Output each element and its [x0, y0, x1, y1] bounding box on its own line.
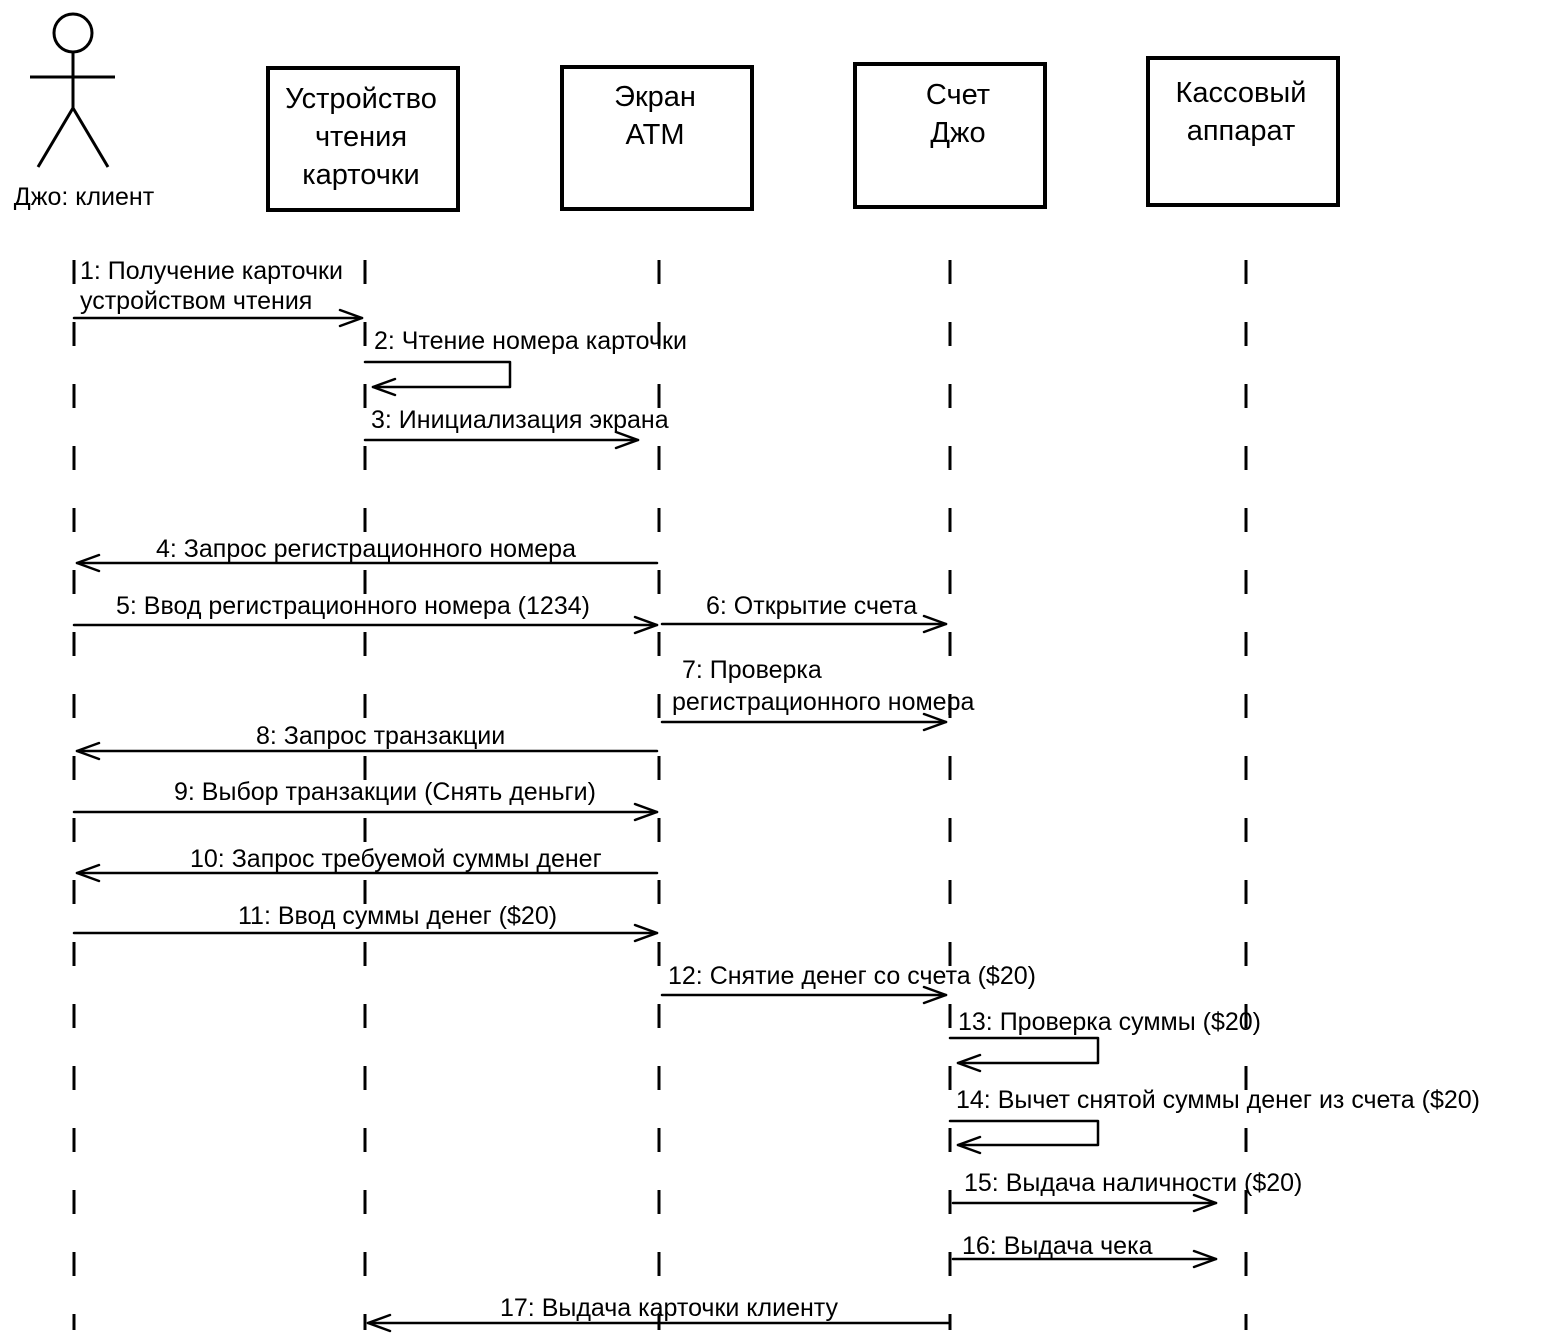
- actor-client: Джо: клиент: [14, 12, 155, 211]
- object-label-line: чтения: [315, 121, 407, 153]
- message-15-arrow: [951, 1193, 1218, 1213]
- object-label-line: ATM: [625, 119, 684, 151]
- message-labels: 1: Получение карточки устройством чтения…: [80, 257, 1480, 1322]
- object-box: [853, 62, 1047, 209]
- message-6-label: 6: Открытие счета: [706, 592, 917, 620]
- message-12-arrow: [660, 985, 948, 1005]
- object-label-line: карточки: [302, 159, 419, 191]
- object-screen: Экран ATM: [560, 65, 754, 211]
- message-9-label: 9: Выбор транзакции (Снять деньги): [174, 778, 596, 806]
- message-1-arrow: [72, 308, 364, 328]
- message-14-arrow: [948, 1119, 1100, 1155]
- message-4-arrow: [75, 553, 659, 573]
- message-16-arrow: [951, 1249, 1218, 1269]
- lifelines: [72, 260, 1248, 1330]
- messages: [72, 308, 1218, 1333]
- message-1-label: 1: Получение карточки: [80, 257, 343, 285]
- message-15-label: 15: Выдача наличности ($20): [964, 1169, 1302, 1197]
- message-8-label: 8: Запрос транзакции: [256, 722, 505, 750]
- message-10-arrow: [75, 863, 659, 883]
- object-label-line: Счет: [926, 79, 990, 111]
- object-box: [266, 66, 460, 212]
- message-8-arrow: [75, 741, 659, 761]
- message-7-label: 7: Проверка: [682, 656, 822, 684]
- object-label-line: аппарат: [1187, 115, 1296, 147]
- object-account: Счет Джо: [853, 62, 1047, 209]
- message-2-arrow: [363, 360, 512, 397]
- message-5-label: 5: Ввод регистрационного номера (1234): [116, 592, 590, 620]
- message-3-label: 3: Инициализация экрана: [371, 406, 669, 434]
- object-label-line: Устройство: [285, 83, 437, 115]
- message-3-arrow: [363, 430, 640, 450]
- message-12-label: 12: Снятие денег со счета ($20): [668, 962, 1036, 990]
- message-2-label: 2: Чтение номера карточки: [374, 327, 687, 355]
- message-9-arrow: [72, 802, 659, 822]
- object-reader: Устройство чтения карточки: [266, 66, 460, 212]
- object-cashbox: Кассовый аппарат: [1146, 56, 1340, 207]
- message-13-arrow: [948, 1036, 1100, 1073]
- message-11-arrow: [72, 923, 659, 943]
- message-14-label: 14: Вычет снятой суммы денег из счета ($…: [956, 1086, 1480, 1114]
- message-1-label-line-2: устройством чтения: [80, 287, 312, 315]
- message-4-label: 4: Запрос регистрационного номера: [156, 535, 576, 563]
- message-6-arrow: [660, 614, 948, 634]
- object-box: [1146, 56, 1340, 207]
- message-13-label: 13: Проверка суммы ($20): [958, 1008, 1261, 1036]
- message-11-label: 11: Ввод суммы денег ($20): [238, 902, 557, 930]
- message-17-label: 17: Выдача карточки клиенту: [500, 1294, 839, 1322]
- message-17-arrow: [366, 1313, 950, 1333]
- message-16-label: 16: Выдача чека: [962, 1232, 1153, 1260]
- message-7-arrow: [660, 712, 948, 732]
- stick-figure-icon: [30, 12, 115, 168]
- object-label-line: Экран: [614, 81, 696, 113]
- actor-label: Джо: клиент: [14, 183, 155, 211]
- object-label-line: Кассовый: [1176, 77, 1307, 109]
- message-10-label: 10: Запрос требуемой суммы денег: [190, 845, 602, 873]
- message-7-label-line-2: регистрационного номера: [672, 688, 974, 716]
- message-5-arrow: [72, 615, 659, 635]
- object-label-line: Джо: [930, 117, 985, 149]
- object-box: [560, 65, 754, 211]
